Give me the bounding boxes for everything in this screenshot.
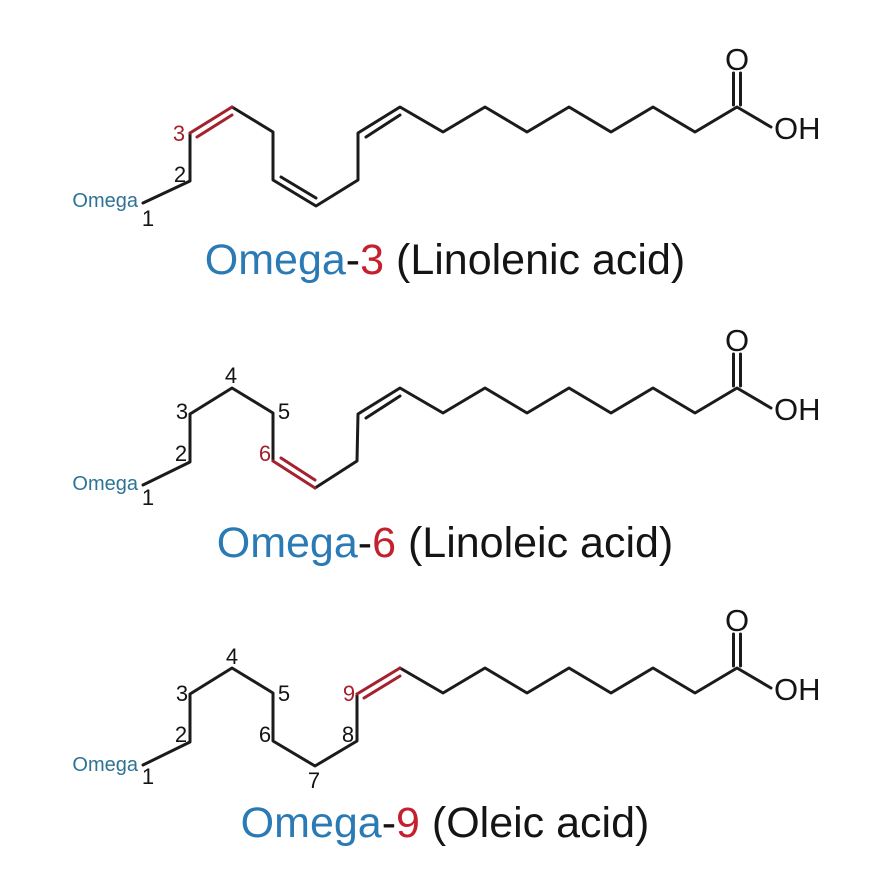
omega3-caption-hyphen: -: [345, 236, 361, 284]
omega3-caption-number: 3: [360, 236, 385, 284]
omega9-carbon-1-label: 1: [142, 764, 154, 789]
omega9-caption-hyphen: -: [381, 799, 397, 847]
omega9-highlighted-double-bond: [355, 666, 402, 696]
omega3-carbon-3-label: 3: [173, 121, 185, 146]
omega9-carbon-6-label: 6: [259, 722, 271, 747]
omega9-caption-omega-word: Omega: [240, 799, 382, 847]
omega9-carbon-9-label: 9: [343, 681, 355, 706]
omega9-carbon-3-label: 3: [176, 681, 188, 706]
omega9-caption-name: (Oleic acid): [419, 799, 650, 847]
omega3-carbonyl-double-bond: [732, 71, 742, 107]
omega6-highlighted-double-bond-inner: [279, 456, 317, 482]
omega6-caption-number: 6: [372, 519, 397, 567]
omega6-cis-double-bond-inner-line: [364, 394, 402, 420]
omega6-carbon-5-label: 5: [278, 399, 290, 424]
omega6-caption-hyphen: -: [357, 519, 373, 567]
omega3-carbon-1-label: 1: [142, 206, 154, 231]
omega3-caption-omega-word: Omega: [204, 236, 346, 284]
omega3-hydroxyl-label: OH: [774, 111, 821, 146]
omega3-caption: Omega-3 (Linolenic acid): [0, 239, 890, 282]
omega6-carbon-4-label: 4: [225, 363, 237, 388]
omega9-caption-number: 9: [396, 799, 420, 847]
omega6-oxygen-label: O: [725, 323, 749, 358]
omega6-structure: Omega 1 2 3 4 5 6 O OH: [72, 323, 820, 510]
omega3-carbon-2-label: 2: [174, 162, 186, 187]
omega3-highlighted-double-bond-inner: [195, 113, 234, 139]
omega6-caption-omega-word: Omega: [216, 519, 358, 567]
omega9-carbon-2-label: 2: [175, 722, 187, 747]
omega6-carbon-3-label: 3: [176, 399, 188, 424]
omega9-carbon-4-label: 4: [226, 644, 238, 669]
omega6-carbonyl-double-bond: [732, 352, 742, 388]
omega6-caption-name: (Linoleic acid): [396, 519, 674, 567]
omega6-carbon-2-label: 2: [175, 441, 187, 466]
omega6-highlighted-double-bond: [271, 459, 317, 490]
omega6-carbon-1-label: 1: [142, 485, 154, 510]
omega9-carbonyl-double-bond: [732, 632, 742, 668]
omega3-caption-name: (Linolenic acid): [384, 236, 686, 284]
omega3-cis-double-bond-inner-lines: [279, 113, 402, 200]
omega6-caption: Omega-6 (Linoleic acid): [0, 522, 890, 565]
omega3-oxygen-label: O: [725, 42, 749, 77]
omega9-caption: Omega-9 (Oleic acid): [0, 802, 890, 845]
omega6-chain-bonds: [141, 386, 773, 490]
omega9-highlighted-double-bond-inner: [362, 674, 402, 700]
omega9-carbon-5-label: 5: [278, 681, 290, 706]
omega9-carbon-7-label: 7: [308, 768, 320, 793]
omega3-structure: Omega 1 2 3 O OH: [72, 42, 820, 231]
omega9-structure: Omega 1 2 3 4 5 6 7 8 9 O OH: [72, 603, 820, 793]
omega6-carbon-6-label: 6: [259, 441, 271, 466]
omega9-carbon-8-label: 8: [342, 722, 354, 747]
omega9-omega-label: Omega: [72, 754, 138, 776]
omega6-omega-label: Omega: [72, 473, 138, 495]
omega6-hydroxyl-label: OH: [774, 392, 821, 427]
omega9-chain-bonds: [141, 666, 773, 768]
omega3-chain-bonds: [141, 105, 773, 208]
omega9-oxygen-label: O: [725, 603, 749, 638]
omega3-highlighted-double-bond: [188, 105, 234, 135]
omega9-hydroxyl-label: OH: [774, 672, 821, 707]
omega3-omega-label: Omega: [72, 190, 138, 212]
